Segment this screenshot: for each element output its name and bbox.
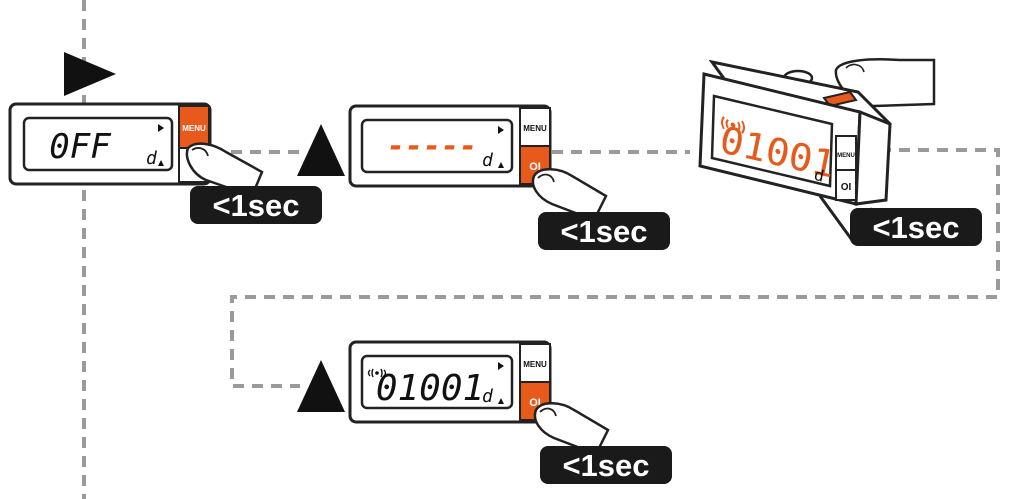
menu-side-button[interactable] xyxy=(519,343,551,383)
power-button-label: OI xyxy=(529,161,541,173)
step-4-device: 01001 d MENU OI <1sec xyxy=(348,340,672,484)
lcd-readout: 01001 xyxy=(376,368,484,409)
press-time-label: <1sec xyxy=(562,448,649,483)
device-side-face xyxy=(854,109,892,206)
power-button[interactable] xyxy=(835,169,857,201)
menu-side-button[interactable] xyxy=(519,107,551,147)
press-time-badge xyxy=(190,186,322,224)
finger-press-icon xyxy=(533,402,610,456)
press-time-label: <1sec xyxy=(872,210,959,245)
flow-line-3-return xyxy=(230,148,1000,388)
press-time-badge xyxy=(850,208,982,246)
step-3-device: 01001 d MENU OI <1sec xyxy=(698,58,982,246)
lcd-small-marker xyxy=(498,398,504,404)
menu-button-label: MENU xyxy=(182,124,206,133)
press-time-badge xyxy=(538,212,670,250)
wireless-signal-icon xyxy=(367,368,387,378)
finger-crease xyxy=(845,63,865,73)
menu-button[interactable] xyxy=(178,105,210,149)
finger-press-icon xyxy=(531,168,608,222)
lcd-screen xyxy=(360,118,514,174)
press-time-label: <1sec xyxy=(212,188,299,223)
menu-side-label: MENU xyxy=(837,153,855,159)
step-1-device: 0FF d MENU <1sec xyxy=(8,102,322,224)
power-button-label: OI xyxy=(529,397,541,409)
lcd-readout: 0FF xyxy=(49,127,111,167)
lcd-screen xyxy=(360,354,514,410)
lcd-unit-d: d xyxy=(814,165,824,186)
step-2-device: ----- d MENU OI <1sec xyxy=(348,104,670,250)
lcd-arrow-marker xyxy=(158,124,164,132)
signal-dot xyxy=(730,122,736,128)
menu-side-label: MENU xyxy=(523,360,547,369)
up-triangle-icon xyxy=(297,124,345,176)
lcd-small-marker xyxy=(158,160,164,166)
lcd-arrow-marker xyxy=(498,362,504,370)
fingernail xyxy=(537,173,555,183)
power-button-label: OI xyxy=(841,182,852,193)
menu-side-label: MENU xyxy=(523,124,547,133)
lcd-unit-d: d xyxy=(482,386,494,407)
lcd-small-marker xyxy=(498,162,504,168)
fingernail xyxy=(191,147,209,157)
lcd-readout: ----- xyxy=(387,129,477,164)
play-triangle-icon xyxy=(64,52,116,96)
lcd-unit-d: d xyxy=(146,148,158,169)
fingernail xyxy=(539,407,557,417)
press-time-label: <1sec xyxy=(560,214,647,249)
up-triangle-icon xyxy=(297,360,345,412)
lcd-screen xyxy=(710,94,834,188)
signal-dot xyxy=(375,371,379,375)
lcd-screen xyxy=(22,116,174,172)
lcd-unit-d: d xyxy=(482,150,494,171)
wireless-signal-icon xyxy=(721,116,745,134)
finger-press-icon xyxy=(185,142,264,198)
press-time-badge xyxy=(540,446,672,484)
lcd-arrow-marker xyxy=(498,126,504,134)
